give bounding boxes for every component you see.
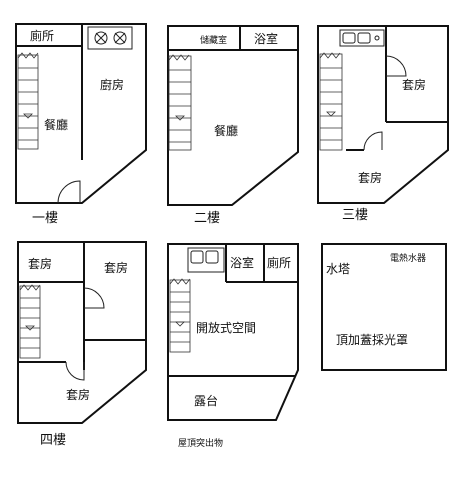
door-swing-icon: [385, 55, 407, 77]
stair-icon: [17, 52, 39, 150]
floor-3-plan: 套房 套房 三樓: [317, 25, 449, 223]
door-swing-icon: [65, 361, 85, 381]
floor-2-caption: 二樓: [194, 211, 220, 226]
roof-structure-caption: 屋頂突出物: [178, 437, 223, 449]
roof-structure-outline: [167, 243, 299, 421]
room-label-storage: 儲藏室: [200, 34, 227, 46]
floor-2-plan: 儲藏室 浴室 餐廳 二樓: [167, 25, 299, 226]
room-label-terrace: 露台: [194, 393, 218, 408]
sink-icon: [187, 247, 225, 273]
floor-4-plan: 套房 套房 套房 四樓: [17, 241, 147, 448]
floor-3-caption: 三樓: [342, 208, 368, 223]
room-label-bath: 浴室: [230, 255, 254, 270]
floor-4-outline: [17, 241, 147, 424]
door-swing-icon: [83, 287, 105, 309]
stair-icon: [19, 284, 41, 359]
door-swing-icon: [363, 131, 383, 151]
roof-structure-plan: 浴室 廁所 開放式空間 露台 屋頂突出物: [167, 243, 299, 449]
floor-4-caption: 四樓: [40, 433, 66, 448]
stair-icon: [169, 278, 191, 353]
room-label-dining: 餐廳: [214, 123, 238, 138]
room-label-suite-b: 套房: [104, 260, 128, 275]
room-label-kitchen: 廚房: [100, 77, 124, 92]
room-label-toilet: 廁所: [267, 255, 291, 270]
sink-icon: [339, 29, 385, 47]
room-label-toilet: 廁所: [30, 28, 54, 43]
room-label-suite-b: 套房: [358, 170, 382, 185]
floor-1-plan: 廁所 廚房 餐廳 一樓: [15, 23, 147, 226]
room-label-suite-a: 套房: [28, 256, 52, 271]
floor-3-outline: [317, 25, 449, 204]
stair-icon: [168, 54, 192, 151]
room-label-suite-c: 套房: [66, 387, 90, 402]
room-label-open-space: 開放式空間: [196, 320, 256, 335]
floor-1-caption: 一樓: [32, 211, 58, 226]
room-label-bath: 浴室: [254, 31, 278, 46]
room-label-heater: 電熱水器: [390, 252, 426, 264]
room-label-suite-a: 套房: [402, 77, 426, 92]
room-label-skylight: 頂加蓋採光罩: [336, 333, 408, 347]
door-swing-icon: [57, 180, 81, 204]
room-label-dining: 餐廳: [44, 117, 68, 132]
stair-icon: [319, 52, 343, 151]
rooftop-addition-plan: 電熱水器 水塔 頂加蓋採光罩: [321, 243, 447, 371]
room-label-water-tower: 水塔: [326, 262, 350, 276]
stove-icon: [87, 26, 133, 50]
floor-2-outline: [167, 25, 299, 206]
floor-1-outline: [15, 23, 147, 204]
rooftop-addition-outline: [321, 243, 447, 371]
